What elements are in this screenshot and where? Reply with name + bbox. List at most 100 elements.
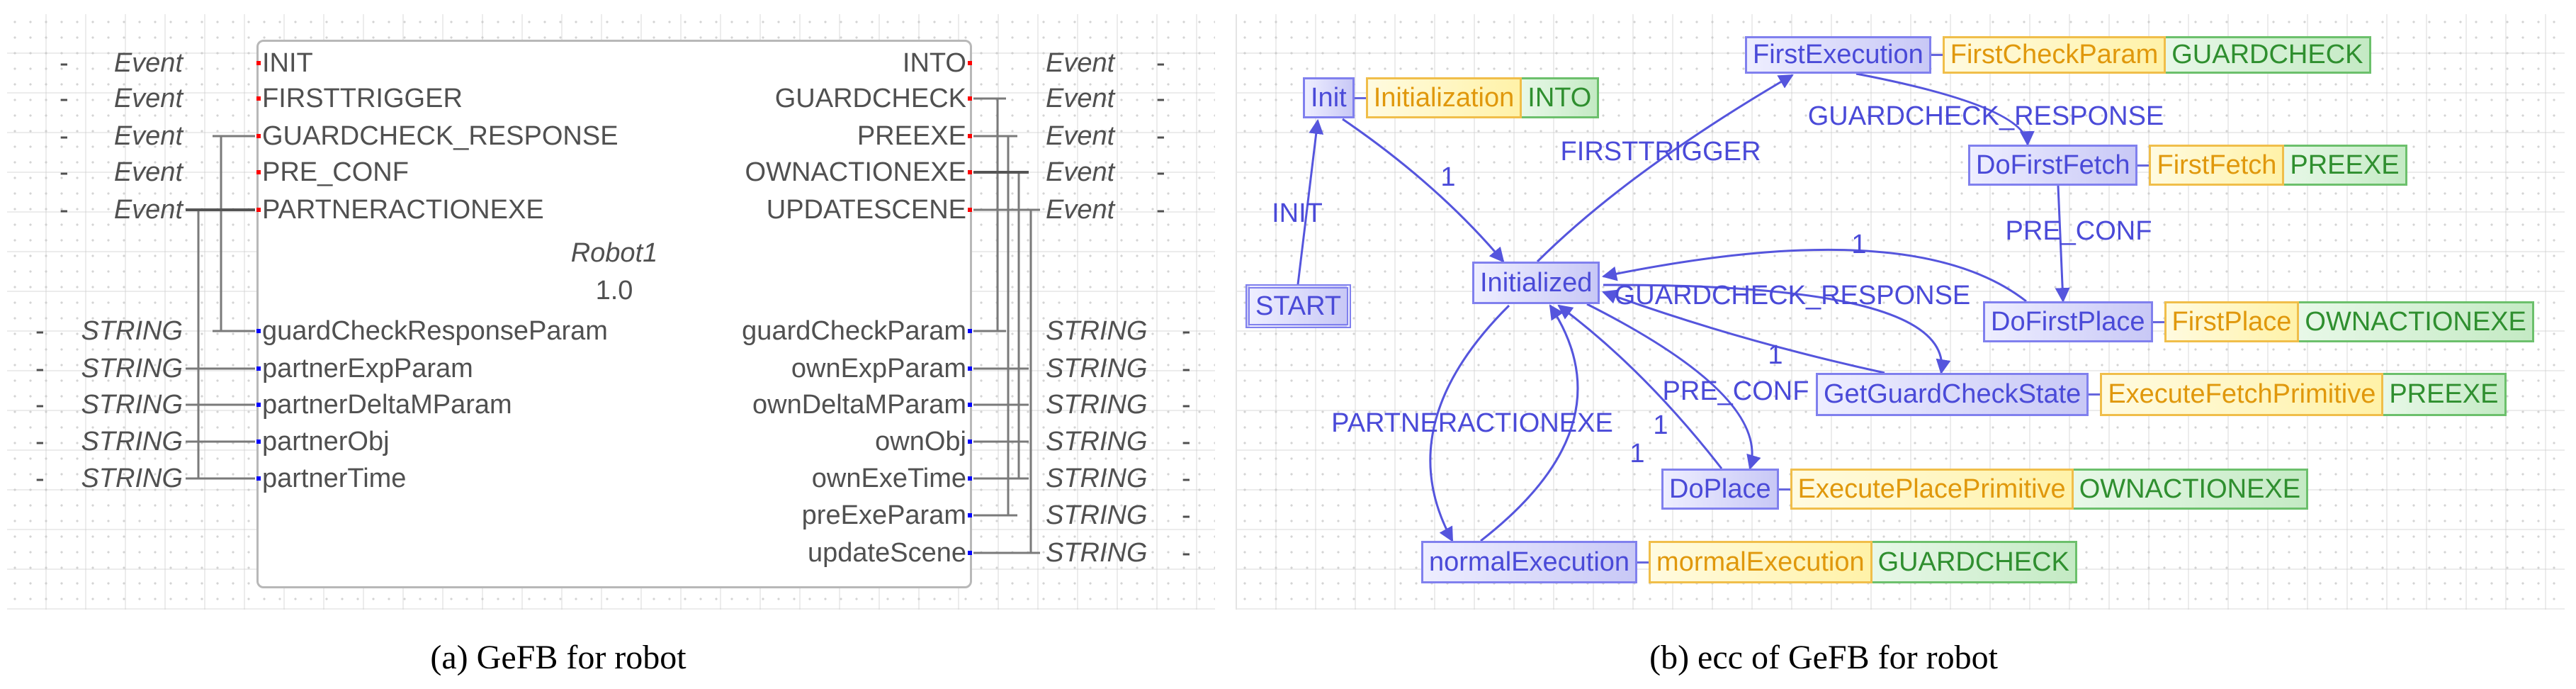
transition-condition[interactable]: 1 (1440, 162, 1456, 192)
data-pin[interactable] (968, 403, 972, 407)
ecc-state-init[interactable]: Init (1303, 77, 1355, 118)
event-pin[interactable] (968, 61, 972, 65)
event-input-init[interactable]: INIT (262, 48, 313, 78)
data-input-partnerTime[interactable]: partnerTime (262, 464, 407, 493)
ecc-state-dofirstfetch[interactable]: DoFirstFetch (1968, 145, 2138, 186)
ecc-action-algorithm[interactable]: FirstCheckParam (1942, 36, 2167, 74)
ecc-action-algorithm[interactable]: ExecuteFetchPrimitive (2100, 373, 2384, 416)
ecc-action-algorithm[interactable]: ExecutePlacePrimitive (1790, 469, 2074, 510)
transition-condition[interactable]: GUARDCHECK_RESPONSE (1614, 281, 1971, 310)
data-pin[interactable] (968, 476, 972, 481)
event-pin[interactable] (256, 61, 261, 65)
transition-condition[interactable]: 1 (1629, 439, 1645, 469)
event-pin[interactable] (968, 96, 972, 101)
ecc-action-output[interactable]: INTO (1522, 77, 1600, 118)
event-output-value[interactable]: - (1156, 48, 1165, 78)
data-output-ownObj[interactable]: ownObj (875, 427, 966, 456)
transition-condition[interactable]: PRE_CONF (2005, 216, 2152, 246)
data-pin[interactable] (968, 366, 972, 371)
data-pin[interactable] (256, 366, 261, 371)
data-pin[interactable] (256, 329, 261, 333)
ecc-action-output[interactable]: GUARDCHECK (2166, 36, 2371, 74)
data-output-guardCheckParam[interactable]: guardCheckParam (742, 316, 966, 346)
event-output-preexe[interactable]: PREEXE (857, 121, 966, 151)
data-pin[interactable] (968, 513, 972, 517)
data-input-value[interactable]: - (35, 390, 45, 420)
data-pin[interactable] (256, 403, 261, 407)
event-input-value[interactable]: - (60, 195, 69, 225)
event-output-value[interactable]: - (1156, 195, 1165, 225)
transition-condition[interactable]: 1 (1768, 340, 1783, 370)
ecc-state-start[interactable]: START (1245, 284, 1352, 328)
event-pin[interactable] (968, 134, 972, 138)
data-output-updateScene[interactable]: updateScene (808, 538, 966, 568)
ecc-state-dofirstplace[interactable]: DoFirstPlace (1983, 301, 2153, 342)
data-output-ownDeltaMParam[interactable]: ownDeltaMParam (752, 390, 966, 420)
event-output-into[interactable]: INTO (902, 48, 966, 78)
event-output-updatescene[interactable]: UPDATESCENE (766, 195, 966, 225)
data-output-ownExeTime[interactable]: ownExeTime (811, 464, 966, 493)
ecc-action-algorithm[interactable]: mormalExecution (1649, 541, 1872, 583)
event-pin[interactable] (968, 208, 972, 212)
event-input-partneractionexe[interactable]: PARTNERACTIONEXE (262, 195, 544, 225)
event-input-guardcheck_response[interactable]: GUARDCHECK_RESPONSE (262, 121, 618, 151)
data-output-value[interactable]: - (1182, 316, 1191, 346)
function-block-robot1[interactable] (256, 40, 972, 588)
transition-condition[interactable]: PARTNERACTIONEXE (1331, 408, 1613, 438)
ecc-action-algorithm[interactable]: Initialization (1365, 77, 1523, 118)
event-output-ownactionexe[interactable]: OWNACTIONEXE (745, 157, 966, 187)
data-input-partnerExpParam[interactable]: partnerExpParam (262, 354, 473, 383)
transition-condition[interactable]: INIT (1272, 198, 1323, 228)
event-output-value[interactable]: - (1156, 84, 1165, 113)
event-pin[interactable] (256, 170, 261, 174)
fb-instance-name[interactable]: Robot1 (570, 238, 658, 268)
ecc-action-algorithm[interactable]: FirstPlace (2164, 301, 2300, 342)
data-input-value[interactable]: - (35, 464, 45, 493)
ecc-state-doplace[interactable]: DoPlace (1661, 469, 1779, 510)
ecc-action-algorithm[interactable]: FirstFetch (2149, 145, 2285, 186)
data-output-value[interactable]: - (1182, 538, 1191, 568)
ecc-state-initialized[interactable]: Initialized (1472, 262, 1600, 304)
data-pin[interactable] (968, 329, 972, 333)
transition-condition[interactable]: 1 (1653, 410, 1668, 440)
data-output-value[interactable]: - (1182, 427, 1191, 456)
ecc-state-firstexecution[interactable]: FirstExecution (1745, 36, 1931, 74)
data-input-value[interactable]: - (35, 427, 45, 456)
event-pin[interactable] (968, 170, 972, 174)
event-input-value[interactable]: - (60, 48, 69, 78)
event-output-value[interactable]: - (1156, 157, 1165, 187)
ecc-action-output[interactable]: OWNACTIONEXE (2299, 301, 2534, 342)
event-output-value[interactable]: - (1156, 121, 1165, 151)
event-input-value[interactable]: - (60, 84, 69, 113)
ecc-action-output[interactable]: PREEXE (2284, 145, 2407, 186)
data-pin[interactable] (968, 551, 972, 555)
transition-condition[interactable]: GUARDCHECK_RESPONSE (1807, 101, 2164, 131)
transition-condition[interactable]: FIRSTTRIGGER (1560, 137, 1761, 167)
data-output-ownExpParam[interactable]: ownExpParam (791, 354, 966, 383)
event-input-pre_conf[interactable]: PRE_CONF (262, 157, 409, 187)
event-pin[interactable] (256, 96, 261, 101)
data-input-partnerDeltaMParam[interactable]: partnerDeltaMParam (262, 390, 512, 420)
ecc-action-output[interactable]: GUARDCHECK (1872, 541, 2077, 583)
ecc-action-output[interactable]: OWNACTIONEXE (2073, 469, 2309, 510)
data-output-preExeParam[interactable]: preExeParam (801, 500, 966, 530)
event-output-guardcheck[interactable]: GUARDCHECK (774, 84, 966, 113)
data-pin[interactable] (256, 439, 261, 444)
data-output-value[interactable]: - (1182, 464, 1191, 493)
data-input-partnerObj[interactable]: partnerObj (262, 427, 390, 456)
event-input-firsttrigger[interactable]: FIRSTTRIGGER (262, 84, 463, 113)
ecc-state-getguardcheckstate[interactable]: GetGuardCheckState (1816, 373, 2089, 416)
event-pin[interactable] (256, 134, 261, 138)
event-pin[interactable] (256, 208, 261, 212)
data-output-value[interactable]: - (1182, 354, 1191, 383)
ecc-state-normalexecution[interactable]: normalExecution (1421, 541, 1638, 583)
ecc-action-output[interactable]: PREEXE (2383, 373, 2507, 416)
data-input-value[interactable]: - (35, 354, 45, 383)
data-input-guardCheckResponseParam[interactable]: guardCheckResponseParam (262, 316, 608, 346)
data-pin[interactable] (256, 476, 261, 481)
data-input-value[interactable]: - (35, 316, 45, 346)
transition-condition[interactable]: 1 (1851, 230, 1867, 259)
event-input-value[interactable]: - (60, 157, 69, 187)
data-output-value[interactable]: - (1182, 500, 1191, 530)
transition-condition[interactable]: PRE_CONF (1662, 376, 1809, 406)
